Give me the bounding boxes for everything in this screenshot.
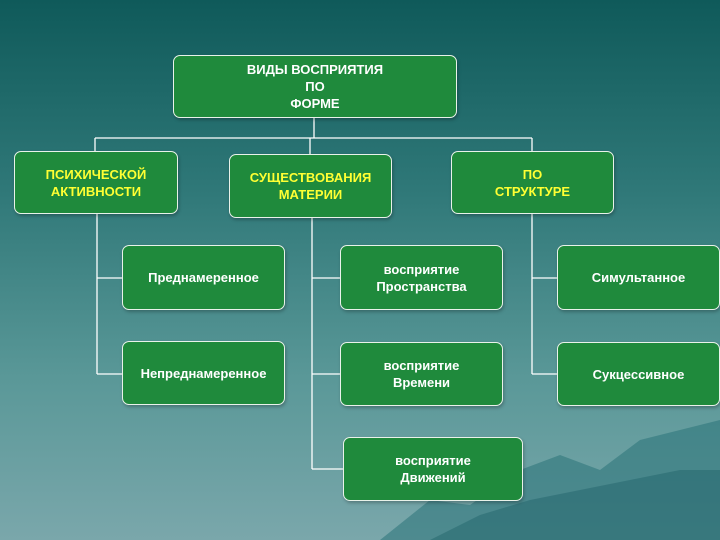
item-line: Преднамеренное — [148, 270, 259, 285]
item-line: Симультанное — [591, 270, 686, 285]
item-unintentional: Непреднамеренное — [122, 341, 285, 405]
category-line: ПСИХИЧЕСКОЙ — [45, 166, 147, 182]
item-movement-perception: восприятие Движений — [343, 437, 523, 501]
category-line: АКТИВНОСТИ — [50, 183, 142, 199]
category-existence: СУЩЕСТВОВАНИЯ МАТЕРИИ — [229, 154, 392, 218]
category-line: СУЩЕСТВОВАНИЯ — [249, 170, 372, 185]
item-successive: Сукцессивное — [557, 342, 720, 406]
item-line: Сукцессивное — [592, 366, 685, 382]
category-line: ПО — [522, 166, 543, 182]
item-time-perception: восприятие Времени — [340, 342, 503, 406]
item-line: восприятие — [383, 358, 460, 373]
category-line: МАТЕРИИ — [278, 187, 343, 202]
root-line: ФОРМЕ — [290, 96, 340, 111]
item-line: Времени — [392, 375, 451, 390]
item-line: Непреднамеренное — [140, 365, 267, 381]
root-line: ПО — [305, 79, 325, 94]
root-node: ВИДЫ ВОСПРИЯТИЯ ПО ФОРМЕ — [173, 55, 457, 118]
category-line: СТРУКТУРЕ — [494, 183, 571, 199]
item-line: Движений — [400, 470, 466, 485]
item-intentional: Преднамеренное — [122, 245, 285, 310]
item-simultaneous: Симультанное — [557, 245, 720, 310]
category-activity: ПСИХИЧЕСКОЙ АКТИВНОСТИ — [14, 151, 178, 214]
root-line: ВИДЫ ВОСПРИЯТИЯ — [246, 62, 384, 77]
category-structure: ПО СТРУКТУРЕ — [451, 151, 614, 214]
item-line: восприятие — [395, 453, 471, 468]
item-line: восприятие — [383, 261, 460, 277]
item-line: Пространства — [376, 278, 467, 294]
item-space-perception: восприятие Пространства — [340, 245, 503, 310]
